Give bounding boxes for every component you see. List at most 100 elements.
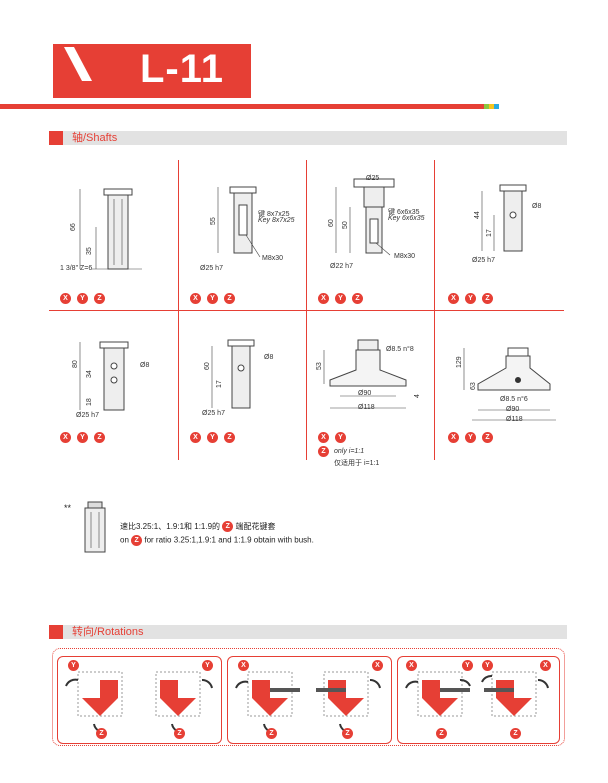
axis-z-icon: Z — [131, 535, 143, 546]
section-marker — [49, 625, 63, 639]
axis-x-icon: X — [190, 293, 201, 304]
dim-label: 44 — [474, 211, 481, 219]
axis-z-icon: Z — [94, 432, 105, 443]
dim-label: 60 — [328, 219, 335, 227]
axis-x-icon: X — [448, 432, 459, 443]
section-bar — [49, 625, 567, 639]
page-title: L-11 — [140, 47, 225, 91]
dim-label: Ø25 h7 — [472, 257, 495, 264]
dim-label: 34 — [86, 370, 93, 378]
dim-label: 17 — [486, 229, 493, 237]
axis-z-icon: Z — [436, 728, 447, 739]
axis-x-icon: X — [190, 432, 201, 443]
dim-label: 66 — [70, 223, 77, 231]
axis-z-icon: Z — [342, 728, 353, 739]
rotations-frame — [52, 648, 565, 746]
axis-y-icon: Y — [77, 432, 88, 443]
axis-y-icon: Y — [465, 432, 476, 443]
note-only-1-1: only i=1:1 — [334, 448, 365, 455]
bush-note-en-post: for ratio 3.25:1,1.9:1 and 1:1.9 obtain … — [144, 535, 314, 545]
axis-x-icon: X — [238, 660, 249, 671]
axis-z-icon: Z — [318, 446, 329, 457]
axis-y-icon: Y — [465, 293, 476, 304]
dim-label: Ø25 — [366, 175, 380, 182]
dim-label: 129 — [456, 356, 463, 368]
note-only-1-1-cn: 仅适用于 i=1:1 — [334, 460, 380, 467]
axis-y-icon: Y — [68, 660, 79, 671]
color-mark — [489, 104, 494, 109]
section-marker — [49, 131, 63, 145]
bush-drawing — [84, 501, 106, 553]
rotation-diagram-5: X Y Z — [400, 658, 478, 740]
section-bar — [49, 131, 567, 145]
dim-label: M8x30 — [262, 255, 284, 262]
axis-y-icon: Y — [335, 432, 346, 443]
shaft-drawing-8: 129 63 Ø8.5 n°6 Ø90 Ø118 X Y Z — [438, 318, 564, 448]
axis-z-icon: Z — [94, 293, 105, 304]
rotation-diagram-4: X Z — [310, 658, 388, 740]
dim-label: Ø25 h7 — [200, 265, 223, 272]
key-label-cn: 键 8x7x25 — [258, 211, 290, 218]
axis-z-icon: Z — [482, 293, 493, 304]
axis-z-icon: Z — [510, 728, 521, 739]
dim-label: Ø8.5 n°8 — [386, 346, 414, 353]
rotation-diagram-2: Y Z — [142, 658, 218, 740]
axis-z-icon: Z — [96, 728, 107, 739]
shaft-drawing-5: 80 34 18 Ø8 Ø25 h7 X Y Z — [52, 318, 176, 448]
dim-label: Ø8 — [264, 354, 274, 361]
axis-x-icon: X — [60, 432, 71, 443]
dim-label: 53 — [316, 362, 323, 370]
rotation-diagram-6: Y X Z — [478, 658, 556, 740]
dim-label: Ø8.5 n°6 — [500, 396, 528, 403]
axis-y-icon: Y — [482, 660, 493, 671]
shaft-drawing-4: 44 17 Ø8 Ø25 h7 X Y Z — [438, 165, 564, 305]
dim-label: 35 — [86, 247, 93, 255]
section-title-rotations: 转向/Rotations — [72, 626, 144, 638]
color-mark — [484, 104, 489, 109]
dim-label: Ø25 h7 — [76, 412, 99, 419]
header-divider — [0, 104, 484, 109]
axis-x-icon: X — [448, 293, 459, 304]
axis-y-icon: Y — [207, 432, 218, 443]
dim-label: Ø118 — [506, 416, 523, 423]
dim-label: 55 — [210, 217, 217, 225]
axis-z-icon: Z — [266, 728, 277, 739]
dim-label: 4 — [414, 394, 421, 398]
rotation-diagram-1: Y Z — [60, 658, 138, 740]
axis-z-icon: Z — [222, 521, 234, 533]
bush-note-cn-post: 端配花键套 — [235, 522, 276, 531]
axis-z-icon: Z — [352, 293, 363, 304]
axis-x-icon: X — [318, 432, 329, 443]
key-label-cn: 键 6x6x35 — [388, 209, 420, 216]
shaft-drawing-3: Ø25 60 50 Ø22 h7 M8x30 键 6x6x35 Key 6x6x… — [310, 165, 432, 305]
axis-z-icon: Z — [174, 728, 185, 739]
dim-label: Ø25 h7 — [202, 410, 225, 417]
note-marker: ** — [64, 503, 72, 513]
dim-label: 18 — [86, 398, 93, 406]
dim-label: 1 3/8" Z=6 — [60, 265, 93, 272]
axis-y-icon: Y — [462, 660, 473, 671]
grid-line-v — [306, 160, 307, 460]
dim-label: M8x30 — [394, 253, 416, 260]
shaft-drawing-6: 60 17 Ø8 Ø25 h7 X Y Z — [182, 318, 304, 448]
color-mark — [494, 104, 499, 109]
axis-y-icon: Y — [207, 293, 218, 304]
dim-label: 17 — [216, 380, 223, 388]
grid-line-v — [434, 160, 435, 460]
axis-x-icon: X — [406, 660, 417, 671]
shaft-drawing-2: 55 Ø25 h7 M8x30 键 8x7x25 Key 8x7x25 X Y … — [182, 165, 304, 305]
axis-z-icon: Z — [224, 293, 235, 304]
bush-note-en: on Z for ratio 3.25:1,1.9:1 and 1:1.9 ob… — [120, 535, 314, 546]
shaft-drawing-1: 66 35 1 3/8" Z=6 X Y Z — [52, 165, 176, 305]
rotation-diagram-3: X Z — [230, 658, 308, 740]
grid-line-v — [178, 160, 179, 460]
axis-z-icon: Z — [482, 432, 493, 443]
dim-label: Ø118 — [358, 404, 375, 411]
axis-x-icon: X — [372, 660, 383, 671]
key-label-en: Key 6x6x35 — [388, 215, 425, 222]
dim-label: 50 — [342, 221, 349, 229]
dim-label: Ø90 — [506, 406, 520, 413]
dim-label: Ø8 — [532, 203, 542, 210]
dim-label: Ø90 — [358, 390, 372, 397]
dim-label: 63 — [470, 382, 477, 390]
